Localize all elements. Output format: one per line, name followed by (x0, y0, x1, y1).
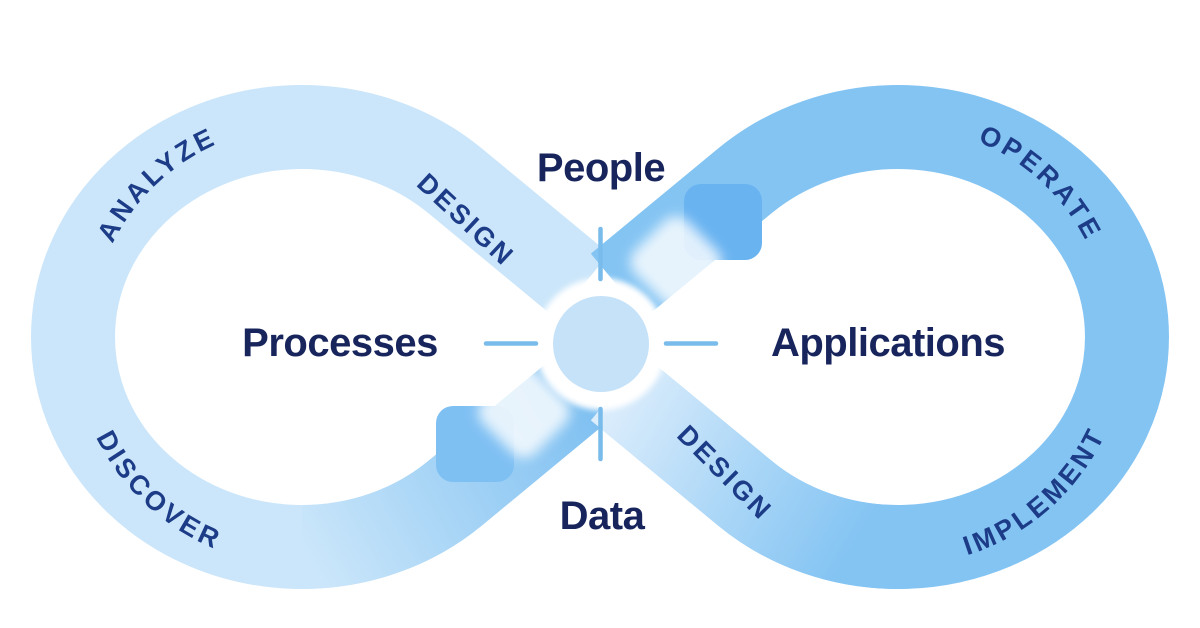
center-hub (483, 226, 719, 462)
right-loop-tail-gradient (590, 355, 899, 589)
center-hub-circle (553, 296, 649, 392)
ribbons (31, 85, 1169, 589)
center-ticks (483, 226, 719, 462)
hub-label-people: People (537, 146, 665, 190)
hub-label-processes: Processes (242, 321, 438, 365)
hub-label-applications: Applications (771, 321, 1005, 365)
right-ribbon-fade (630, 216, 722, 308)
hub-label-data: Data (560, 494, 646, 538)
left-loop-tail-gradient (301, 355, 610, 589)
left-ribbon-fade (478, 366, 570, 458)
hub-labels: People Processes Applications Data (242, 146, 1005, 538)
